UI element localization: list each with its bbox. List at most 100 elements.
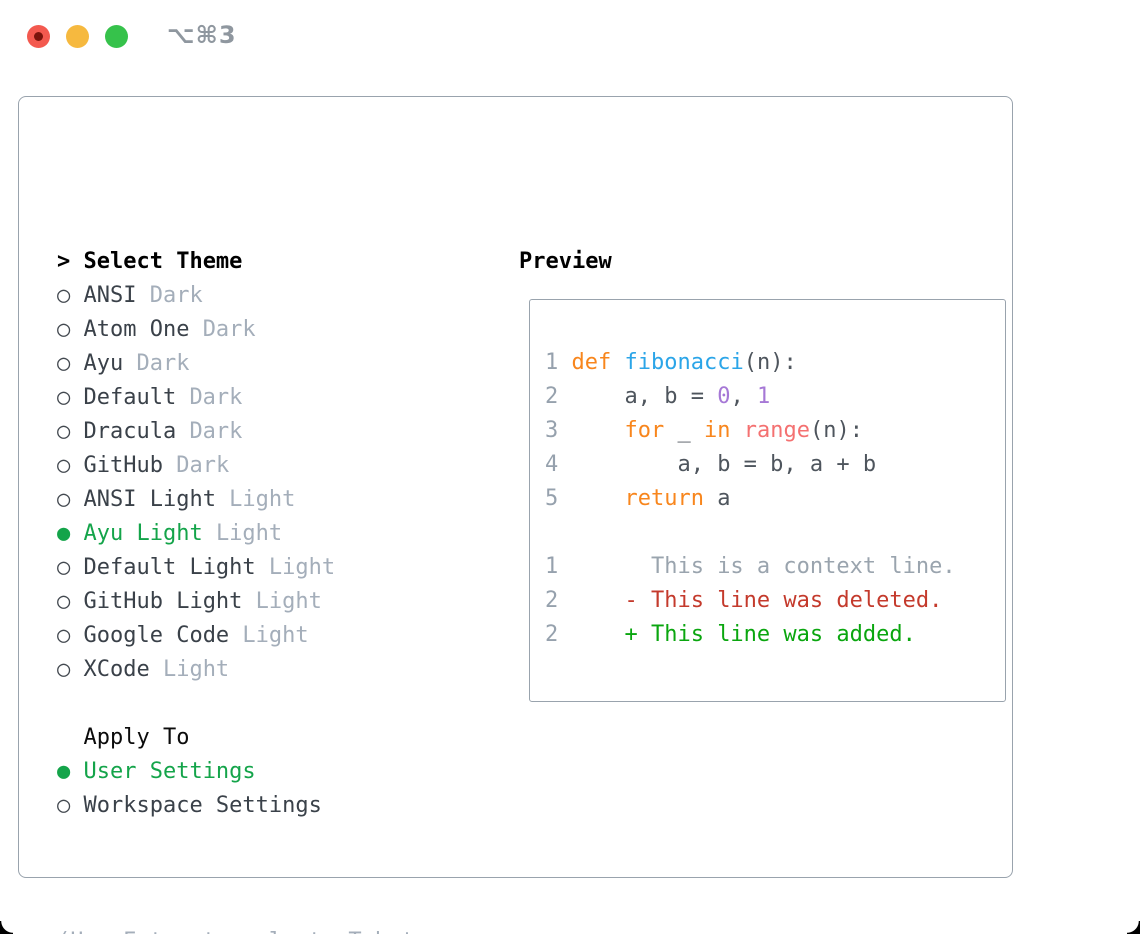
radio-on-icon: ● [57, 521, 71, 546]
code-segment: 2 [545, 588, 559, 613]
code-segment: - This line was deleted. [558, 588, 943, 613]
code-segment: for [624, 418, 665, 443]
screen-corner [0, 921, 13, 934]
code-segment: 1 [756, 384, 771, 409]
code-line: 1 def fibonacci(n): [545, 346, 1005, 380]
code-line [545, 516, 1005, 550]
code-segment: 2 [545, 622, 559, 647]
code-segment: , [730, 384, 757, 409]
code-segment: 5 [545, 486, 572, 511]
variant-badge: Light [268, 555, 336, 580]
help-line-1: (Use Enter to select, Tab to [57, 925, 428, 934]
code-segment: 1 [545, 350, 572, 375]
apply-option-workspace-settings[interactable]: ○Workspace Settings [57, 789, 428, 823]
section-gap [57, 687, 428, 721]
code-segment: a, b = b, a + b [571, 452, 877, 477]
close-button[interactable] [27, 25, 50, 48]
variant-badge: Light [215, 521, 283, 546]
code-segment: 1 [545, 554, 559, 579]
apply-to-header: Apply To [83, 725, 190, 750]
screen-corner [1127, 921, 1140, 934]
code-segment [572, 418, 625, 443]
code-segment: in [703, 418, 731, 443]
window-controls [27, 25, 128, 48]
code-segment: _ [664, 418, 704, 443]
apply-option-user-settings[interactable]: ●User Settings [57, 755, 428, 789]
code-line: 1 This is a context line. [545, 550, 1005, 584]
code-segment: + This line was added. [558, 622, 916, 647]
radio-off-icon: ○ [57, 657, 71, 682]
radio-off-icon: ○ [57, 555, 71, 580]
variant-badge: Light [229, 487, 296, 512]
zoom-button[interactable] [105, 25, 128, 48]
radio-off-icon: ○ [57, 589, 71, 614]
radio-off-icon: ○ [57, 385, 71, 410]
variant-badge: Light [242, 623, 309, 648]
radio-off-icon: ○ [57, 453, 71, 478]
code-segment: def [571, 350, 612, 375]
code-line: 3 for _ in range(n): [545, 414, 1005, 448]
variant-badge: Light [162, 657, 230, 682]
code-segment [611, 350, 624, 375]
code-segment: This is a context line. [558, 554, 956, 579]
code-segment [572, 486, 625, 511]
select-theme-header: > Select Theme [57, 245, 428, 279]
code-segment: 4 [545, 452, 572, 477]
window-shortcut-label: ⌥⌘3 [167, 21, 237, 49]
variant-badge: Dark [149, 283, 203, 308]
radio-off-icon: ○ [57, 793, 71, 818]
code-line: 4 a, b = b, a + b [545, 448, 1005, 482]
code-line: 5 return a [545, 482, 1005, 516]
code-segment [730, 418, 743, 443]
variant-badge: Dark [189, 419, 243, 444]
code-segment: (n): [809, 418, 863, 443]
code-segment: fibonacci [624, 350, 744, 375]
radio-off-icon: ○ [57, 487, 71, 512]
unsaved-indicator-icon [34, 32, 43, 41]
radio-on-icon: ● [57, 759, 71, 784]
section-gap [57, 823, 428, 857]
code-line: 2 + This line was added. [545, 618, 1005, 652]
code-segment: a, b = [571, 384, 718, 409]
code-segment: 2 [545, 384, 572, 409]
variant-badge: Dark [202, 317, 256, 342]
code-segment: range [743, 418, 810, 443]
code-line: 2 - This line was deleted. [545, 584, 1005, 618]
radio-off-icon: ○ [57, 317, 71, 342]
variant-badge: Dark [136, 351, 190, 376]
focus-cursor-icon: > [57, 249, 71, 274]
variant-badge: Light [255, 589, 322, 614]
variant-badge: Dark [189, 385, 243, 410]
radio-off-icon: ○ [57, 419, 71, 444]
preview-title: Preview [519, 249, 612, 274]
code-segment: a [703, 486, 731, 511]
variant-badge: Dark [176, 453, 230, 478]
code-segment: (n): [743, 350, 797, 375]
radio-off-icon: ○ [57, 283, 71, 308]
minimize-button[interactable] [66, 25, 89, 48]
help-text: (Use Enter to select, Tab to change focu… [57, 857, 428, 934]
code-segment: 0 [717, 384, 731, 409]
code-segment: 3 [545, 418, 572, 443]
list-title: Select Theme [83, 249, 243, 274]
code-line: 2 a, b = 0, 1 [545, 380, 1005, 414]
radio-off-icon: ○ [57, 351, 71, 376]
radio-off-icon: ○ [57, 623, 71, 648]
